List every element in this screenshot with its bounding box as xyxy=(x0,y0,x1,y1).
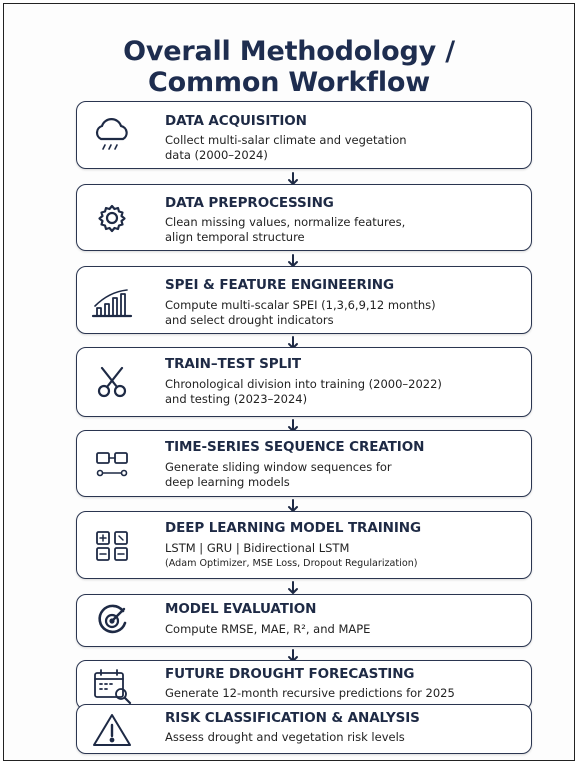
step-description: Generate sliding window sequences for de… xyxy=(165,460,523,490)
step-heading: DEEP LEARNING MODEL TRAINING xyxy=(165,520,421,536)
step-description-line: and select drought indicators xyxy=(165,313,334,327)
cloud-rain-icon xyxy=(89,115,135,155)
step-description-line: Compute multi-scalar SPEI (1,3,6,9,12 mo… xyxy=(165,298,436,312)
bar-chart-icon xyxy=(89,284,135,324)
arrow-down-icon xyxy=(286,171,300,185)
step-model-evaluation: MODEL EVALUATION Compute RMSE, MAE, R², … xyxy=(76,594,532,647)
step-heading: DATA PREPROCESSING xyxy=(165,195,334,211)
step-description: LSTM | GRU | Bidirectional LSTM (Adam Op… xyxy=(165,541,523,571)
step-heading: TRAIN–TEST SPLIT xyxy=(165,356,302,372)
calendar-search-icon xyxy=(89,666,135,706)
title-line-2: Common Workflow xyxy=(148,67,430,98)
step-description-line: Clean missing values, normalize features… xyxy=(165,215,406,229)
scissors-icon xyxy=(89,362,135,402)
step-train-test-split: TRAIN–TEST SPLIT Chronological division … xyxy=(76,347,532,417)
gear-icon xyxy=(89,198,135,238)
step-description-line: Generate sliding window sequences for xyxy=(165,460,392,474)
step-data-preprocessing: DATA PREPROCESSING Clean missing values,… xyxy=(76,184,532,251)
step-description: Generate 12-month recursive predictions … xyxy=(165,686,523,701)
step-description: Compute multi-scalar SPEI (1,3,6,9,12 mo… xyxy=(165,298,523,328)
step-description-line: Assess drought and vegetation risk level… xyxy=(165,730,405,744)
step-heading: TIME-SERIES SEQUENCE CREATION xyxy=(165,439,425,455)
warning-icon xyxy=(89,710,135,750)
step-heading: DATA ACQUISITION xyxy=(165,113,307,129)
step-description: Compute RMSE, MAE, R², and MAPE xyxy=(165,622,523,637)
arrow-down-icon xyxy=(286,253,300,267)
arrow-down-icon xyxy=(286,580,300,594)
step-description: Collect multi-salar climate and vegetati… xyxy=(165,133,523,163)
arrow-down-icon xyxy=(286,498,300,512)
diagram-frame: Overall Methodology / Common Workflow DA… xyxy=(3,3,575,761)
step-description-line: LSTM | GRU | Bidirectional LSTM xyxy=(165,541,350,555)
sequence-blocks-icon xyxy=(89,445,135,485)
step-deep-learning-model-training: DEEP LEARNING MODEL TRAINING LSTM | GRU … xyxy=(76,511,532,579)
step-description-line: Chronological division into training (20… xyxy=(165,377,442,391)
step-risk-classification-analysis: RISK CLASSIFICATION & ANALYSIS Assess dr… xyxy=(76,704,532,754)
target-gauge-icon xyxy=(89,601,135,641)
step-description: Clean missing values, normalize features… xyxy=(165,215,523,245)
step-description-line: align temporal structure xyxy=(165,230,305,244)
step-heading: SPEI & FEATURE ENGINEERING xyxy=(165,277,394,293)
step-heading: MODEL EVALUATION xyxy=(165,601,317,617)
step-spei-feature-engineering: SPEI & FEATURE ENGINEERING Compute multi… xyxy=(76,266,532,334)
step-heading: FUTURE DROUGHT FORECASTING xyxy=(165,666,415,682)
step-description: Chronological division into training (20… xyxy=(165,377,523,407)
step-description-line: (Adam Optimizer, MSE Loss, Dropout Regul… xyxy=(165,558,418,569)
step-description-line: data (2000–2024) xyxy=(165,148,268,162)
step-heading: RISK CLASSIFICATION & ANALYSIS xyxy=(165,710,420,726)
step-description: Assess drought and vegetation risk level… xyxy=(165,730,523,745)
step-future-drought-forecasting: FUTURE DROUGHT FORECASTING Generate 12-m… xyxy=(76,660,532,710)
title-line-1: Overall Methodology / xyxy=(123,36,455,67)
step-description-line: and testing (2023–2024) xyxy=(165,392,308,406)
step-time-series-sequence-creation: TIME-SERIES SEQUENCE CREATION Generate s… xyxy=(76,430,532,497)
step-description-line: Generate 12-month recursive predictions … xyxy=(165,686,455,700)
step-description-line: deep learning models xyxy=(165,475,290,489)
model-network-icon xyxy=(89,526,135,566)
step-data-acquisition: DATA ACQUISITION Collect multi-salar cli… xyxy=(76,101,532,169)
step-description-line: Collect multi-salar climate and vegetati… xyxy=(165,133,407,147)
diagram-title: Overall Methodology / Common Workflow xyxy=(4,36,574,98)
step-description-line: Compute RMSE, MAE, R², and MAPE xyxy=(165,622,371,636)
